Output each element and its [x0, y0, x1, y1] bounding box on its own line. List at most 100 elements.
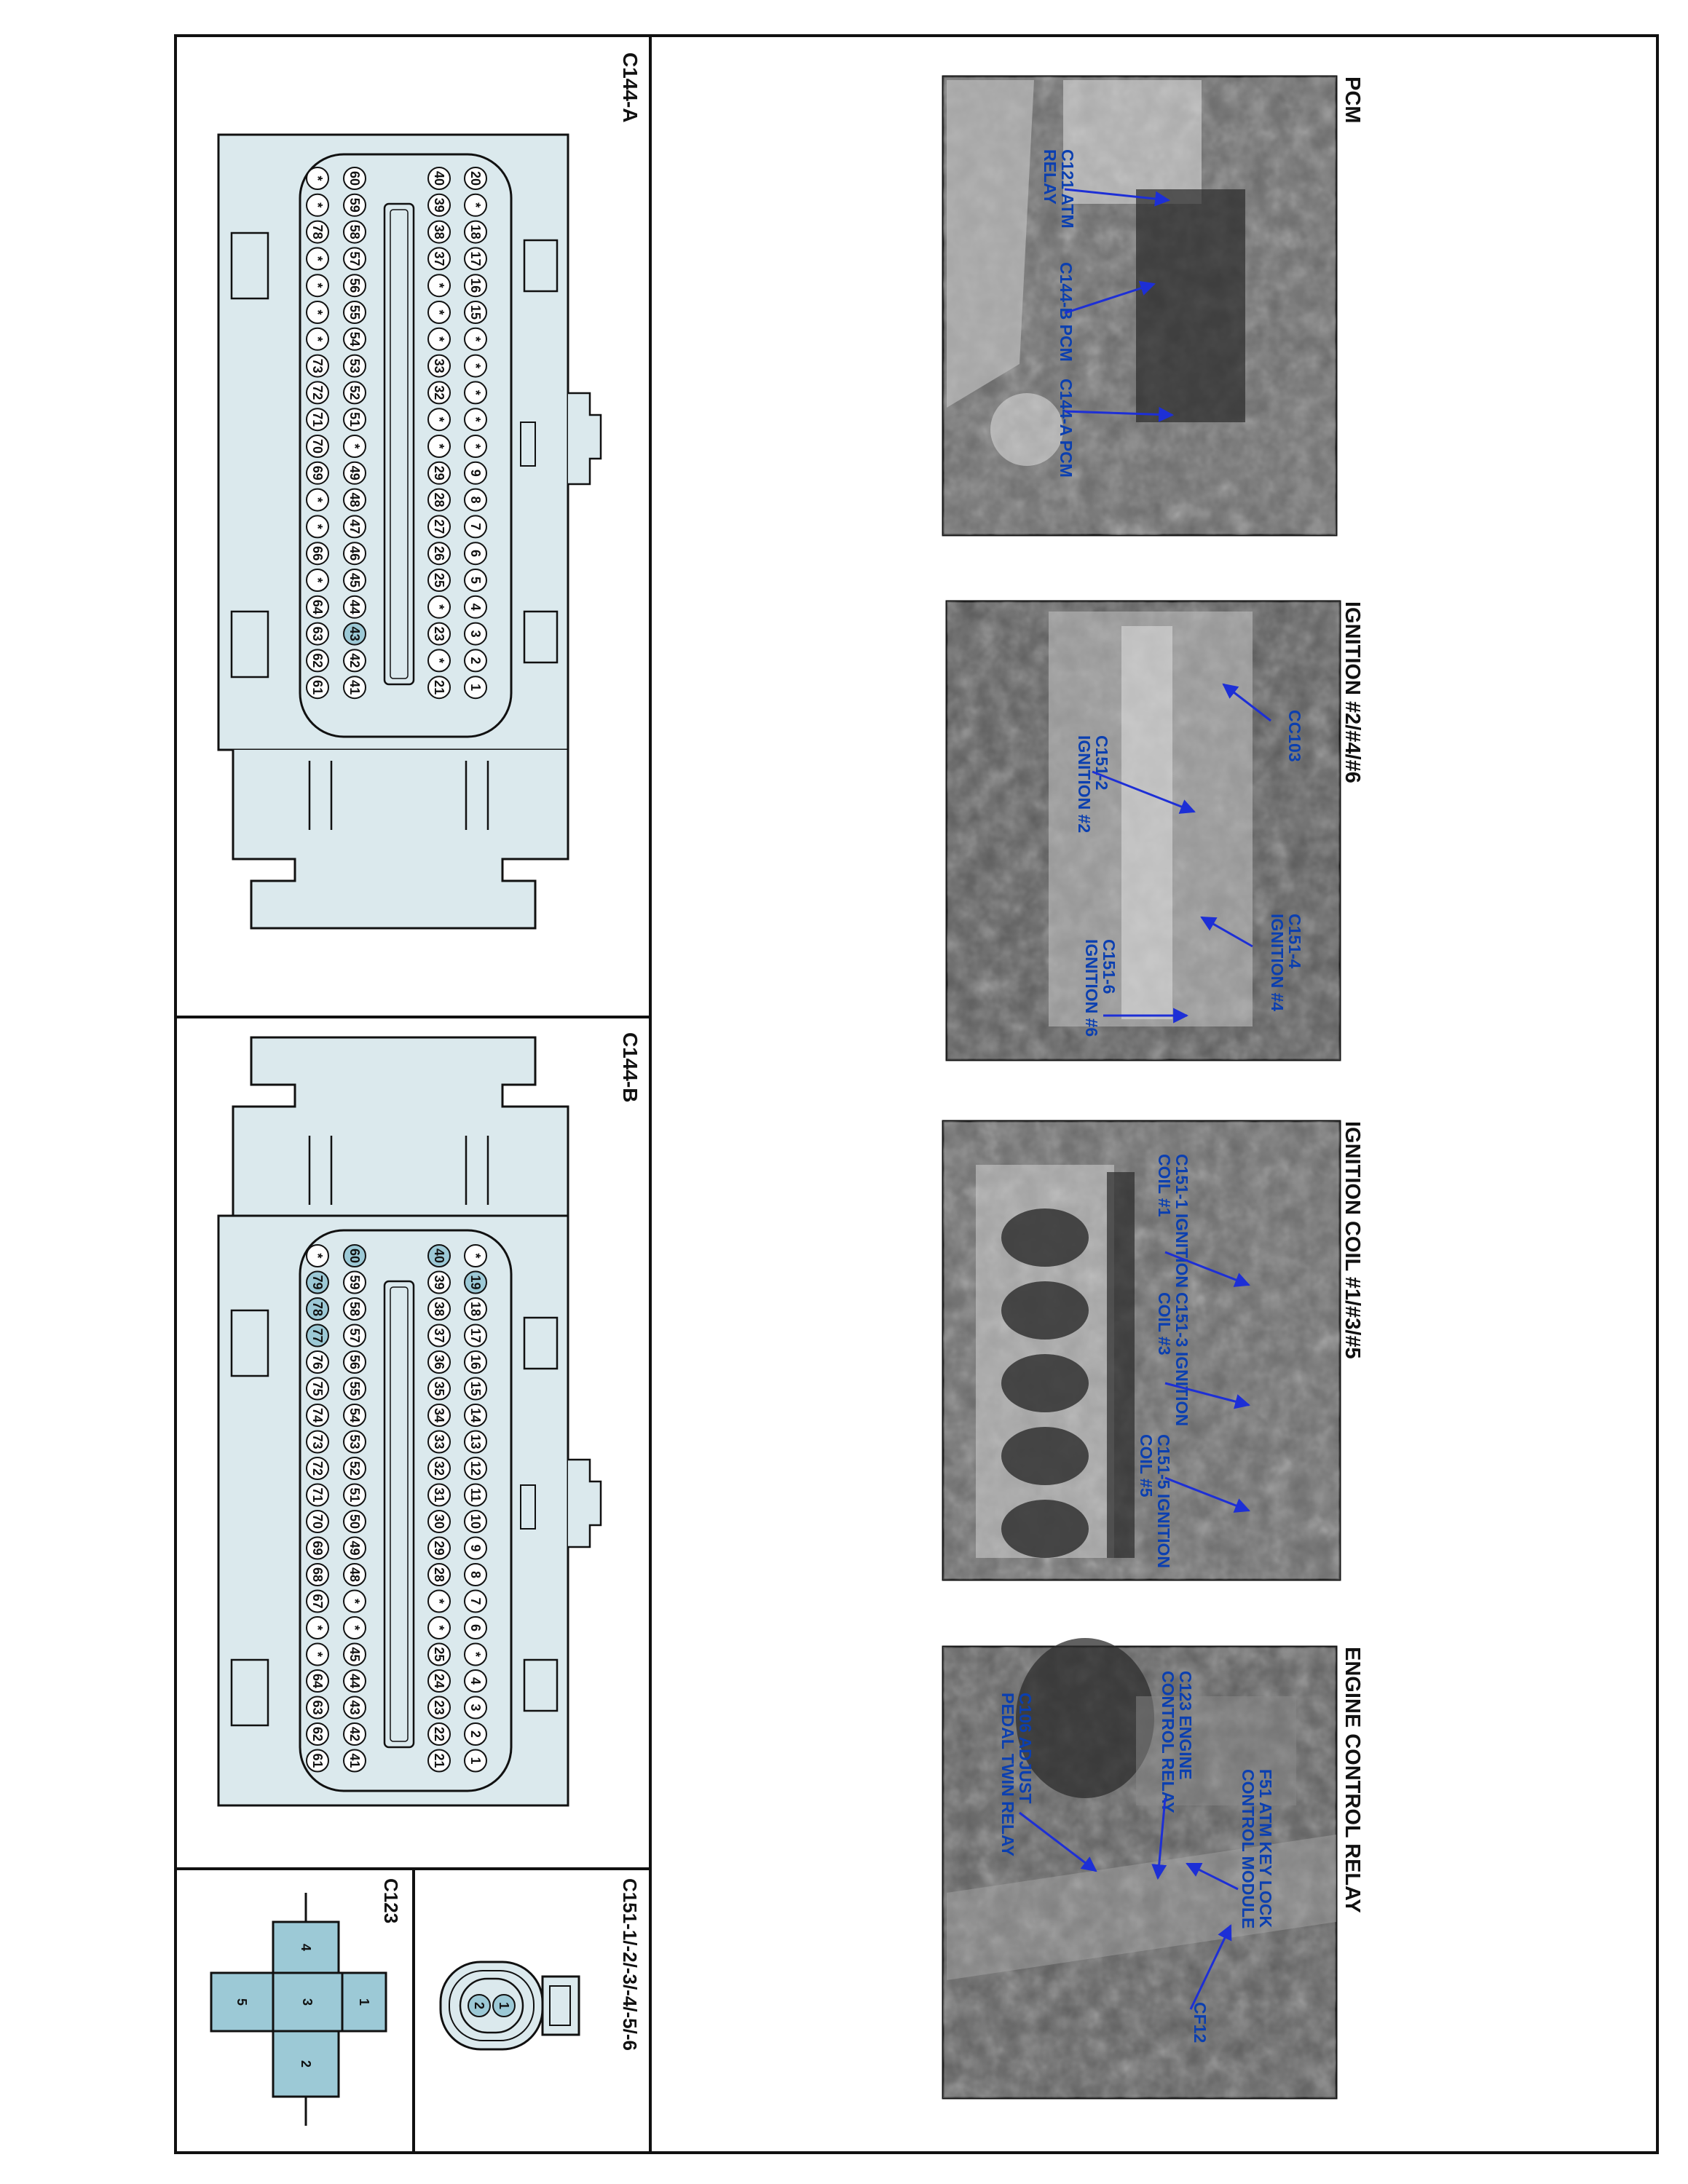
c144a-pin: 59 — [343, 193, 366, 217]
c144a-pin: 53 — [343, 354, 366, 378]
photo-engine-control-relay-callout-3-line-1: C106 ADJUST — [1016, 1693, 1035, 1804]
c144b-pin: 41 — [343, 1749, 366, 1773]
c144a-pin-circle — [306, 488, 329, 512]
c144b-pin: 49 — [343, 1536, 366, 1560]
c144b-pin: 44 — [343, 1669, 366, 1693]
c144a-pin-circle — [464, 542, 487, 566]
c144b-pin: 22 — [427, 1722, 451, 1746]
photo-ignition-246-callout-1-arrow — [1222, 683, 1271, 722]
photo-engine-control-relay-harness — [947, 1835, 1336, 1980]
photo-ignition-246-callout-4-line-1: C151-6 — [1100, 939, 1119, 994]
c144a-pin-label: 51 — [347, 412, 362, 427]
photo-engine-control-relay-callout-4: CF12 — [1189, 1924, 1232, 2043]
c144a-pin-label: 63 — [310, 627, 325, 641]
c144b-pin-circle — [306, 1404, 329, 1427]
c144b-pin: 10 — [464, 1510, 487, 1533]
c144a-latch-slot — [308, 761, 489, 830]
c144b-center-rail — [383, 1280, 415, 1749]
c144a-pin: 49 — [343, 461, 366, 485]
c144b-side-tab-bottom — [230, 1658, 269, 1727]
c144a-pin: * — [464, 408, 487, 432]
c144a-pin-circle — [306, 247, 329, 271]
connector-c151-title: C151-1/-2/-3/-4/-5/-6 — [619, 1878, 641, 2051]
c144b-pin: 12 — [464, 1457, 487, 1480]
c144a-pin-label: 73 — [310, 359, 325, 373]
c144a-pin-circle — [427, 515, 451, 539]
c144b-pin-label: 9 — [468, 1544, 483, 1551]
c144a-pin-label: 44 — [347, 600, 362, 614]
c144a-pin-circle — [464, 515, 487, 539]
c144b-pin-circle — [464, 1483, 487, 1507]
c144b-pin: 23 — [427, 1696, 451, 1720]
c144b-pin-circle — [464, 1696, 487, 1720]
c144b-pin-label: 62 — [310, 1727, 325, 1741]
c144a-pin-label: * — [310, 175, 325, 181]
c144a-pin-label: 48 — [347, 493, 362, 507]
c144a-pin: 17 — [464, 247, 487, 271]
page-frame — [174, 34, 1659, 2154]
c144a-pin-circle — [427, 461, 451, 485]
c151-lock-tab-slot — [549, 1985, 571, 2026]
photo-ignition-246-callout-3: C151-4IGNITION #4 — [1200, 914, 1304, 1011]
c144b-pin-label: 69 — [310, 1540, 325, 1555]
c144b-pin: * — [464, 1244, 487, 1267]
c144a-pin-circle — [343, 301, 366, 324]
photo-engine-control-relay-motor — [1016, 1638, 1154, 1798]
c144a-pin: * — [427, 649, 451, 673]
c144a-pin-label: * — [468, 336, 483, 341]
c144b-pin-label: 73 — [310, 1434, 325, 1449]
c144b-pin: 53 — [343, 1430, 366, 1454]
c144a-pin-circle — [427, 193, 451, 217]
connector-c123: C123 4 1 3 5 2 — [210, 1878, 402, 2126]
c144b-pin-circle — [306, 1589, 329, 1613]
photo-ignition-coil-135-callout-1-line-1: C151-1 IGNITION — [1172, 1154, 1191, 1288]
c144a-pin-circle — [306, 381, 329, 405]
c144a-pin-circle — [343, 488, 366, 512]
c144a-pin: 40 — [427, 167, 451, 190]
photo-engine-control-relay-callout-2-line-1: C123 ENGINE — [1176, 1671, 1195, 1780]
c144b-pin-label: 18 — [468, 1302, 483, 1316]
photo-ignition-246-callout-3-line-1: C151-4 — [1285, 914, 1304, 969]
c144b-pin-circle — [343, 1324, 366, 1348]
c144a-pin-circle — [464, 327, 487, 351]
c144a-pin-circle — [306, 354, 329, 378]
c144b-pin-label: 79 — [310, 1275, 325, 1289]
c144a-pin-label: 8 — [468, 496, 483, 504]
c144b-pin-label: 57 — [347, 1328, 362, 1342]
c144b-pin-label: 6 — [468, 1624, 483, 1631]
c144a-pin: 7 — [464, 515, 487, 539]
c144a-pin-circle — [306, 569, 329, 592]
c144b-pin-label: 42 — [347, 1727, 362, 1741]
c144b-pin-label: 3 — [468, 1704, 483, 1711]
c144b-pin-circle — [343, 1563, 366, 1586]
photo-engine-control-relay-callout-1-line-1: F51 ATM KEY LOCK — [1256, 1769, 1275, 1928]
c144b-pin-circle — [306, 1749, 329, 1773]
c144a-pin-label: * — [310, 309, 325, 314]
c144b-pin-circle — [343, 1483, 366, 1507]
c144a-pin-label: 2 — [468, 657, 483, 664]
c144b-pin-label: 30 — [432, 1514, 446, 1529]
c144a-pin-circle — [464, 569, 487, 592]
photo-pcm-callout-3: C144-A PCM — [1057, 379, 1175, 478]
c144a-pin: 55 — [343, 301, 366, 324]
c144a-pin: 73 — [306, 354, 329, 378]
connector-c144b: C144-B *191817161514131211109876*4321403… — [217, 1032, 642, 1807]
c144a-pin-circle — [464, 247, 487, 271]
c144b-pin-circle — [343, 1457, 366, 1480]
c144b-pin-label: * — [468, 1652, 483, 1657]
photo-engine-control-relay: ENGINE CONTROL RELAY F51 ATM KEY LOCKCON… — [942, 1638, 1364, 2100]
c144b-pin: 56 — [343, 1350, 366, 1374]
c144a-pin-circle — [306, 435, 329, 458]
c144b-pin: 21 — [427, 1749, 451, 1773]
c123-pin-2: 2 — [272, 2030, 340, 2098]
c144a-pin-label: 17 — [468, 251, 483, 266]
c144b-pin: 78 — [306, 1297, 329, 1321]
c144b-pin: 33 — [427, 1430, 451, 1454]
c144a-pin-label: 37 — [432, 251, 446, 266]
c144b-pin: 64 — [306, 1669, 329, 1693]
c123-pin-5-label: 5 — [234, 1998, 249, 2006]
c144a-pin-circle — [343, 649, 366, 673]
connector-c144b-title: C144-B — [619, 1032, 642, 1102]
c144a-pin: 42 — [343, 649, 366, 673]
